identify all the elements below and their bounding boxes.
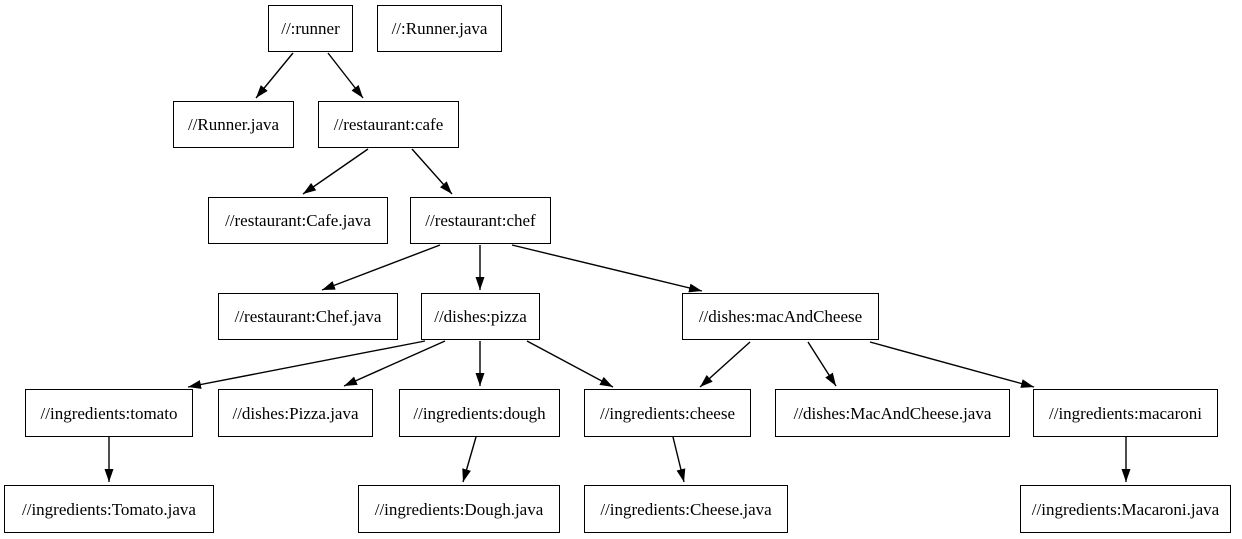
- graph-node-mac_and_cheese_java: //dishes:MacAndCheese.java: [775, 389, 1010, 437]
- node-label: //ingredients:macaroni: [1049, 403, 1202, 423]
- graph-edge-cheese-to-cheese_java: [672, 436, 686, 483]
- graph-node-mac_and_cheese: //dishes:macAndCheese: [682, 293, 879, 340]
- graph-node-cheese_java: //ingredients:Cheese.java: [584, 485, 788, 533]
- node-label: //ingredients:Cheese.java: [600, 499, 772, 519]
- node-label: //ingredients:Tomato.java: [22, 499, 196, 519]
- graph-node-macaroni_java: //ingredients:Macaroni.java: [1020, 485, 1231, 533]
- node-label: //dishes:MacAndCheese.java: [793, 403, 992, 423]
- node-label: //restaurant:Chef.java: [234, 307, 382, 326]
- node-label: //:Runner.java: [391, 19, 488, 38]
- graph-node-pizza: //dishes:pizza: [421, 293, 540, 340]
- node-label: //ingredients:cheese: [599, 403, 735, 423]
- graph-edge-chef-to-mac_and_cheese: [511, 244, 703, 293]
- graph-node-cafe: //restaurant:cafe: [318, 101, 459, 148]
- node-label: //dishes:macAndCheese: [698, 307, 863, 326]
- node-label: //ingredients:tomato: [40, 403, 178, 423]
- graph-node-dough: //ingredients:dough: [399, 389, 560, 437]
- graph-edge-chef-to-chef_java: [321, 244, 441, 291]
- graph-node-runner_java: //Runner.java: [173, 101, 294, 148]
- graph-node-dough_java: //ingredients:Dough.java: [358, 485, 560, 533]
- graph-edge-cafe-to-chef: [411, 148, 453, 195]
- graph-node-tomato_java: //ingredients:Tomato.java: [4, 485, 214, 533]
- graph-edge-cafe-to-cafe_java: [302, 148, 369, 195]
- node-label: //restaurant:cafe: [333, 115, 444, 134]
- graph-node-pizza_java: //dishes:Pizza.java: [218, 389, 373, 437]
- graph-edge-mac_and_cheese-to-cheese: [699, 341, 751, 388]
- node-label: //dishes:pizza: [434, 307, 527, 326]
- graph-edge-pizza-to-tomato: [187, 340, 426, 389]
- graph-edge-dough-to-dough_java: [462, 436, 477, 483]
- graph-node-tomato: //ingredients:tomato: [25, 389, 193, 437]
- node-label: //ingredients:Macaroni.java: [1031, 499, 1220, 519]
- graph-node-runner_java_top: //:Runner.java: [377, 5, 502, 52]
- node-label: //:runner: [281, 19, 340, 38]
- graph-node-macaroni: //ingredients:macaroni: [1033, 389, 1218, 437]
- node-label: //ingredients:Dough.java: [374, 499, 544, 519]
- graph-node-cheese: //ingredients:cheese: [584, 389, 751, 437]
- node-label: //ingredients:dough: [413, 403, 546, 423]
- graph-node-chef: //restaurant:chef: [410, 197, 551, 244]
- graph-node-chef_java: //restaurant:Chef.java: [218, 293, 398, 340]
- node-label: //dishes:Pizza.java: [232, 403, 359, 423]
- graph-edge-runner-to-cafe: [327, 52, 364, 99]
- node-label: //Runner.java: [187, 115, 280, 134]
- node-label: //restaurant:Cafe.java: [225, 211, 371, 230]
- graph-edge-mac_and_cheese-to-macaroni: [869, 341, 1035, 388]
- node-label: //restaurant:chef: [425, 211, 536, 230]
- graph-edge-mac_and_cheese-to-mac_and_cheese_java: [807, 341, 837, 387]
- graph-node-cafe_java: //restaurant:Cafe.java: [208, 197, 388, 244]
- graph-edge-pizza-to-cheese: [526, 340, 614, 388]
- graph-edge-pizza-to-pizza_java: [343, 340, 446, 387]
- graph-edge-runner-to-runner_java: [255, 52, 294, 99]
- graph-node-runner: //:runner: [268, 5, 353, 52]
